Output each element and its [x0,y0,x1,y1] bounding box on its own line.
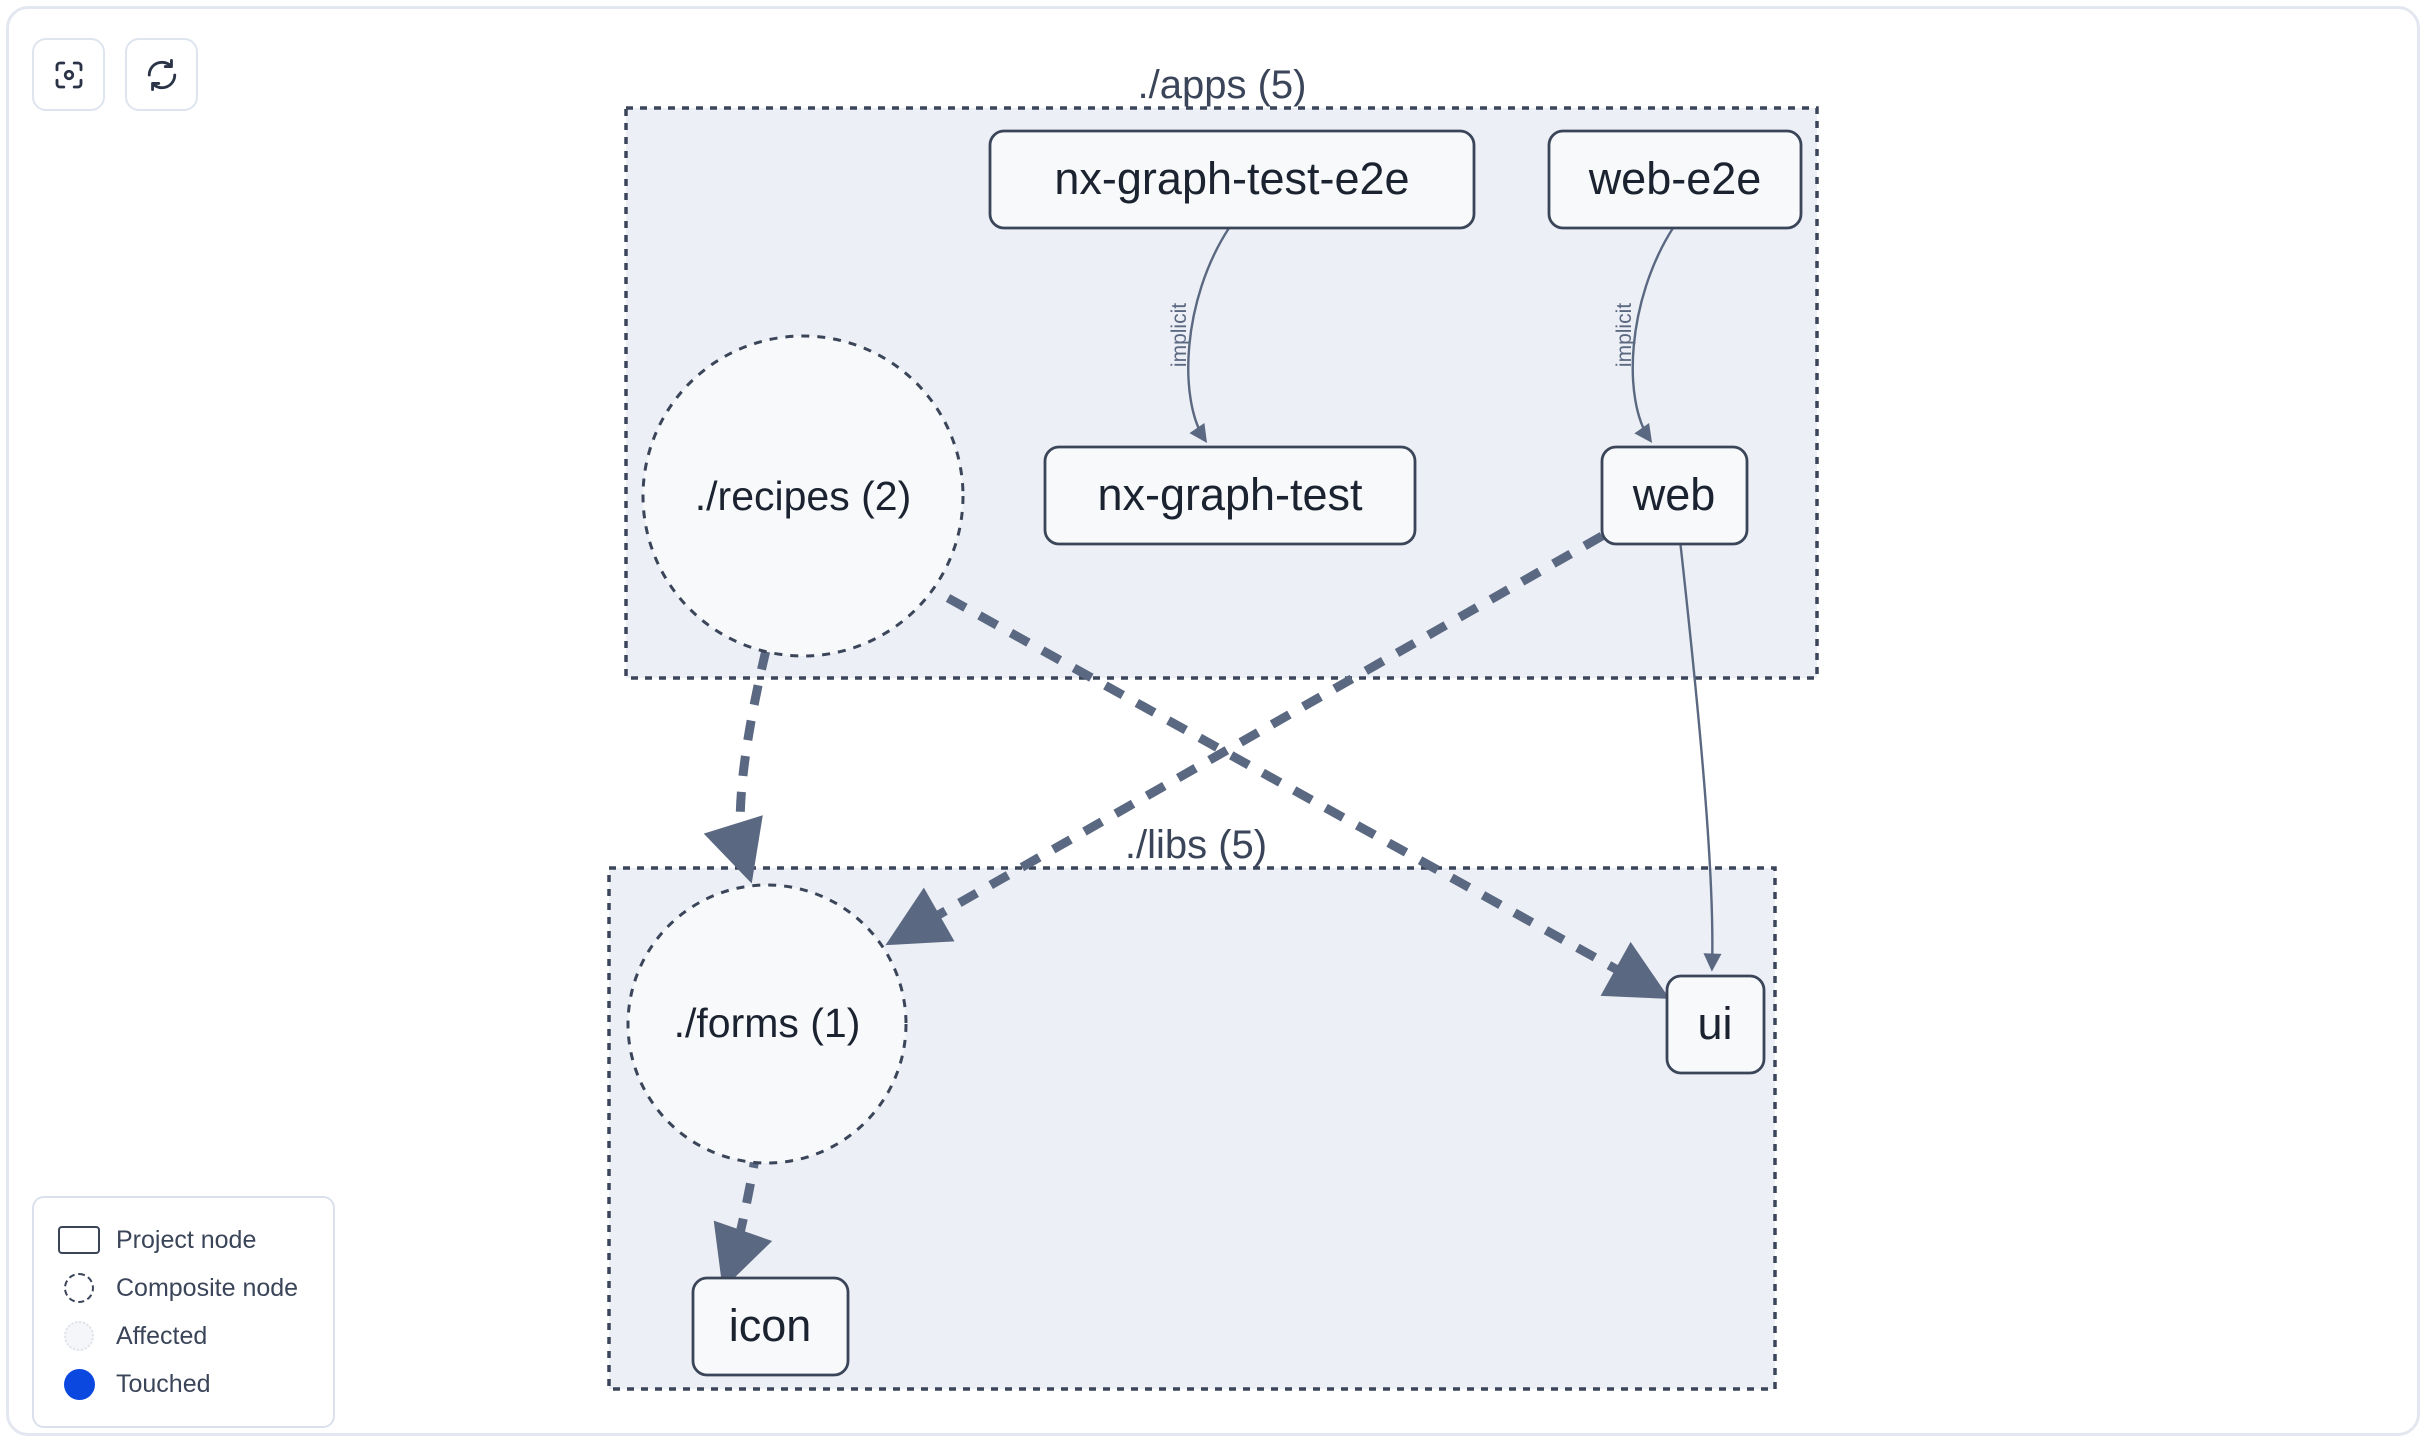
node-label: ./forms (1) [674,1000,861,1046]
legend-label: Touched [116,1369,211,1398]
edge-web-to-forms[interactable] [885,532,1605,946]
group-apps-label: ./apps (5) [1138,63,1307,107]
edge-label-implicit-2: implicit [1613,303,1636,367]
legend-label: Composite node [116,1273,299,1302]
project-node-swatch-icon [56,1226,102,1254]
legend-item-affected: Affected [56,1312,317,1360]
node-label: web-e2e [1588,153,1762,204]
edge-line [1631,227,1675,443]
refresh-graph-button[interactable] [125,38,198,111]
node-web[interactable]: web [1600,445,1749,546]
node-recipes[interactable]: ./recipes (2) [641,334,965,658]
touched-swatch-icon [56,1368,102,1400]
focus-graph-button[interactable] [32,38,105,111]
legend-label: Project node [116,1225,257,1254]
node-label: nx-graph-test-e2e [1054,153,1409,204]
refresh-icon [144,57,180,93]
legend-label: Affected [116,1321,208,1350]
group-libs-label: ./libs (5) [1125,823,1267,867]
node-forms[interactable]: ./forms (1) [626,883,908,1165]
legend-item-touched: Touched [56,1360,317,1408]
edge-line [1678,539,1722,972]
node-shape-project[interactable] [1043,445,1417,546]
node-shape-project[interactable] [1665,974,1766,1075]
composite-node-swatch-icon [56,1273,102,1303]
edge-line [945,594,1670,999]
legend-item-composite-node: Composite node [56,1264,317,1312]
edge-web-e2e-to-web[interactable]: implicit [1613,227,1675,443]
node-nx-graph-test[interactable]: nx-graph-test [1043,445,1417,546]
edge-forms-to-icon[interactable] [713,1147,773,1290]
graph-toolbar [32,38,198,111]
graph-nodes: ./recipes (2) nx-graph-test-e2e web-e2e … [626,129,1803,1377]
node-shape-project[interactable] [1547,129,1803,230]
node-shape-project[interactable] [988,129,1476,230]
edge-label-implicit-1: implicit [1168,303,1191,367]
node-label: ui [1697,998,1732,1049]
edge-line [885,532,1605,946]
node-shape-composite[interactable] [641,334,965,658]
focus-target-icon [51,57,87,93]
node-shape-composite[interactable] [626,883,908,1165]
node-icon[interactable]: icon [691,1276,850,1377]
graph-legend: Project node Composite node Affected Tou… [32,1196,335,1428]
edge-line [703,648,771,884]
edge-recipes-to-ui[interactable] [945,594,1670,999]
node-web-e2e[interactable]: web-e2e [1547,129,1803,230]
edge-line [1187,227,1231,443]
edge-line [713,1147,773,1290]
affected-swatch-icon [56,1321,102,1351]
node-nx-graph-test-e2e[interactable]: nx-graph-test-e2e [988,129,1476,230]
node-shape-project[interactable] [691,1276,850,1377]
edge-recipes-to-forms[interactable] [703,648,771,884]
legend-item-project-node: Project node [56,1216,317,1264]
node-shape-project[interactable] [1600,445,1749,546]
node-label: icon [729,1300,812,1351]
graph-edges: implicit implicit [703,227,1722,1290]
node-label: web [1632,469,1716,520]
edge-nx-graph-test-e2e-to-nx-graph-test[interactable]: implicit [1168,227,1231,443]
node-ui[interactable]: ui [1665,974,1766,1075]
node-label: nx-graph-test [1097,469,1363,520]
edge-web-to-ui[interactable] [1678,539,1722,972]
node-label: ./recipes (2) [695,473,911,519]
